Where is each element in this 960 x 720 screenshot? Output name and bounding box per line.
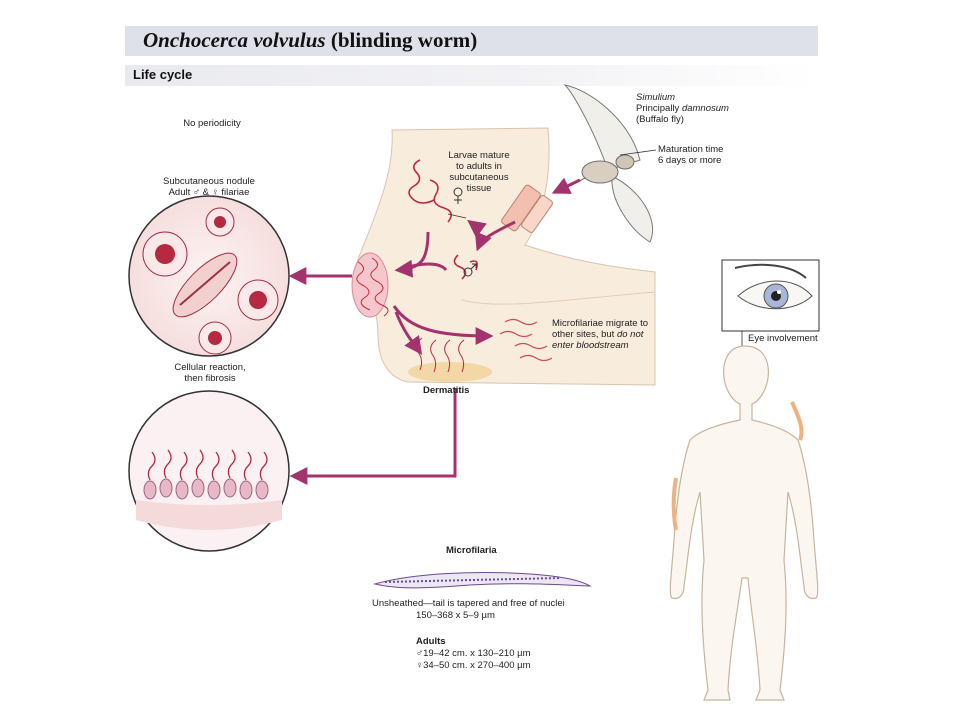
- larvae-line2: to adults in: [456, 161, 502, 172]
- human-figure: [669, 345, 819, 701]
- vector-species-line: Principally damnosum: [636, 103, 736, 114]
- microfilaria-description: Unsheathed—tail is tapered and free of n…: [372, 598, 565, 609]
- arrow-nodule-to-migrate: [392, 305, 494, 345]
- nodule-label-line1: Subcutaneous nodule: [163, 176, 255, 187]
- cellular-reaction-line1: Cellular reaction,: [174, 362, 246, 373]
- cellular-reaction-line2: then fibrosis: [184, 373, 236, 384]
- vector-genus: Simulium: [636, 92, 676, 103]
- no-periodicity-label: No periodicity: [183, 118, 241, 129]
- section-bar: Life cycle: [125, 65, 818, 86]
- nodule-section-circle: [128, 195, 290, 357]
- microfilariae-migrate-label: Microfilariae migrate to other sites, bu…: [552, 318, 662, 351]
- arrow-nodule-to-dermatitis: [394, 311, 423, 355]
- eye-involvement-label: Eye involvement: [748, 333, 818, 344]
- nodule-label: Subcutaneous nodule Adult ♂ & ♀ filariae: [150, 176, 268, 198]
- nodule-label-line2: Adult ♂ & ♀ filariae: [168, 187, 250, 198]
- section-label: Life cycle: [133, 67, 193, 82]
- vector-label: Simulium Principally damnosum (Buffalo f…: [636, 92, 736, 125]
- elbow-crease: [461, 291, 656, 305]
- fibrosis-section-circle: [128, 390, 290, 552]
- title-common-name: (blinding worm): [330, 28, 478, 52]
- migrate-line2: other sites, but do not: [552, 329, 662, 340]
- dermatitis-label: Dermatitis: [423, 385, 470, 396]
- adults-title: Adults: [416, 636, 446, 647]
- microfilariae-migrating: [499, 318, 553, 362]
- maturation-line2: 6 days or more: [658, 155, 722, 166]
- migrate-line3: enter bloodstream: [552, 340, 629, 351]
- larvae-mature-label: Larvae mature to adults in subcutaneous …: [442, 150, 516, 194]
- arm-nodule: [351, 252, 389, 318]
- larvae-line4: tissue: [466, 183, 492, 194]
- larvae-line3: subcutaneous: [449, 172, 509, 183]
- sex-symbols: [453, 187, 477, 277]
- title-species: Onchocerca volvulus: [143, 28, 326, 52]
- arrow-male-to-nodule: [399, 262, 448, 272]
- maturation-label: Maturation time 6 days or more: [658, 144, 758, 166]
- leader-larvae: [447, 213, 467, 219]
- larvae-line1: Larvae mature: [448, 150, 510, 161]
- arrow-skin-to-larvae: [475, 220, 516, 252]
- migrate-line2-prefix: other sites, but: [552, 329, 617, 340]
- page-title: Onchocerca volvulus (blinding worm): [143, 28, 477, 53]
- vector-species-prefix: Principally: [636, 103, 682, 114]
- title-bar: Onchocerca volvulus (blinding worm): [125, 26, 818, 56]
- migrate-line2-emphasis: do not: [616, 329, 644, 340]
- arrow-split-up: [467, 219, 487, 238]
- vector-common-name: (Buffalo fly): [636, 114, 684, 125]
- life-cycle-arrows: [288, 177, 581, 485]
- simulium-fly: [563, 84, 657, 243]
- eye-inset: [721, 259, 820, 332]
- migrate-line1: Microfilariae migrate to: [552, 318, 649, 329]
- arrow-dermatitis-to-fibrosis: [289, 388, 457, 485]
- microfilaria-size: 150–368 x 5–9 µm: [416, 610, 495, 621]
- microfilaria-title: Microfilaria: [446, 545, 497, 556]
- maturation-line1: Maturation time: [658, 144, 724, 155]
- adults-female-size: ♀34–50 cm. x 270–400 µm: [416, 660, 531, 671]
- adults-male-size: ♂19–42 cm. x 130–210 µm: [416, 648, 531, 659]
- microfilaria-drawing: [373, 571, 592, 589]
- arrow-fly-to-skin: [551, 177, 581, 194]
- cellular-reaction-label: Cellular reaction, then fibrosis: [160, 362, 260, 384]
- vector-species: damnosum: [681, 103, 729, 114]
- larvae-in-tissue: [408, 159, 478, 280]
